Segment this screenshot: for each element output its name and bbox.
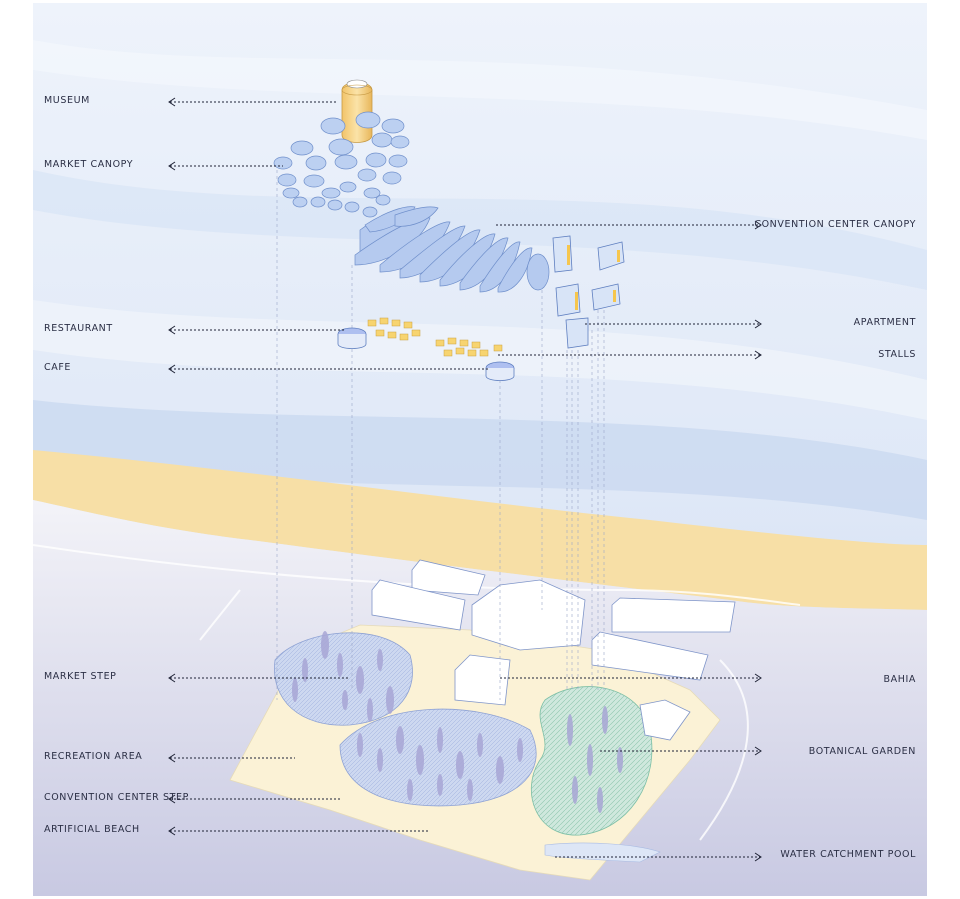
label-apartment: APARTMENT xyxy=(853,317,916,328)
label-convention-center-step: CONVENTION CENTER STEP xyxy=(44,792,189,803)
sea-wave xyxy=(33,300,927,420)
label-stalls: STALLS xyxy=(878,349,916,360)
projection-lines xyxy=(276,170,605,700)
restaurant-building xyxy=(337,327,367,349)
label-artificial-beach: ARTIFICIAL BEACH xyxy=(44,824,140,835)
label-recreation-area: RECREATION AREA xyxy=(44,751,143,762)
cafe-building xyxy=(485,361,515,381)
road xyxy=(199,589,749,841)
trees xyxy=(292,631,623,813)
museum-building xyxy=(341,79,373,143)
convention-center-step xyxy=(339,708,537,807)
label-museum: MUSEUM xyxy=(44,95,90,106)
apartments xyxy=(552,235,625,349)
sea-wave xyxy=(33,40,927,140)
label-convention-center-canopy: CONVENTION CENTER CANOPY xyxy=(754,219,916,230)
label-botanical-garden: BOTANICAL GARDEN xyxy=(808,746,916,757)
market-canopy xyxy=(273,111,410,218)
label-market-step: MARKET STEP xyxy=(44,671,117,682)
leader-lines xyxy=(170,101,760,858)
stalls xyxy=(367,317,503,357)
label-bahia: BAHIA xyxy=(883,674,916,685)
sea-wave xyxy=(33,400,927,520)
apartment-accents xyxy=(567,245,620,310)
convention-center-canopy xyxy=(354,206,550,293)
arrow-heads xyxy=(168,97,762,862)
sand-beach xyxy=(33,450,927,610)
label-restaurant: RESTAURANT xyxy=(44,323,113,334)
label-cafe: CAFE xyxy=(44,362,71,373)
label-water-catchment-pool: WATER CATCHMENT POOL xyxy=(780,849,916,860)
label-market-canopy: MARKET CANOPY xyxy=(44,159,134,170)
